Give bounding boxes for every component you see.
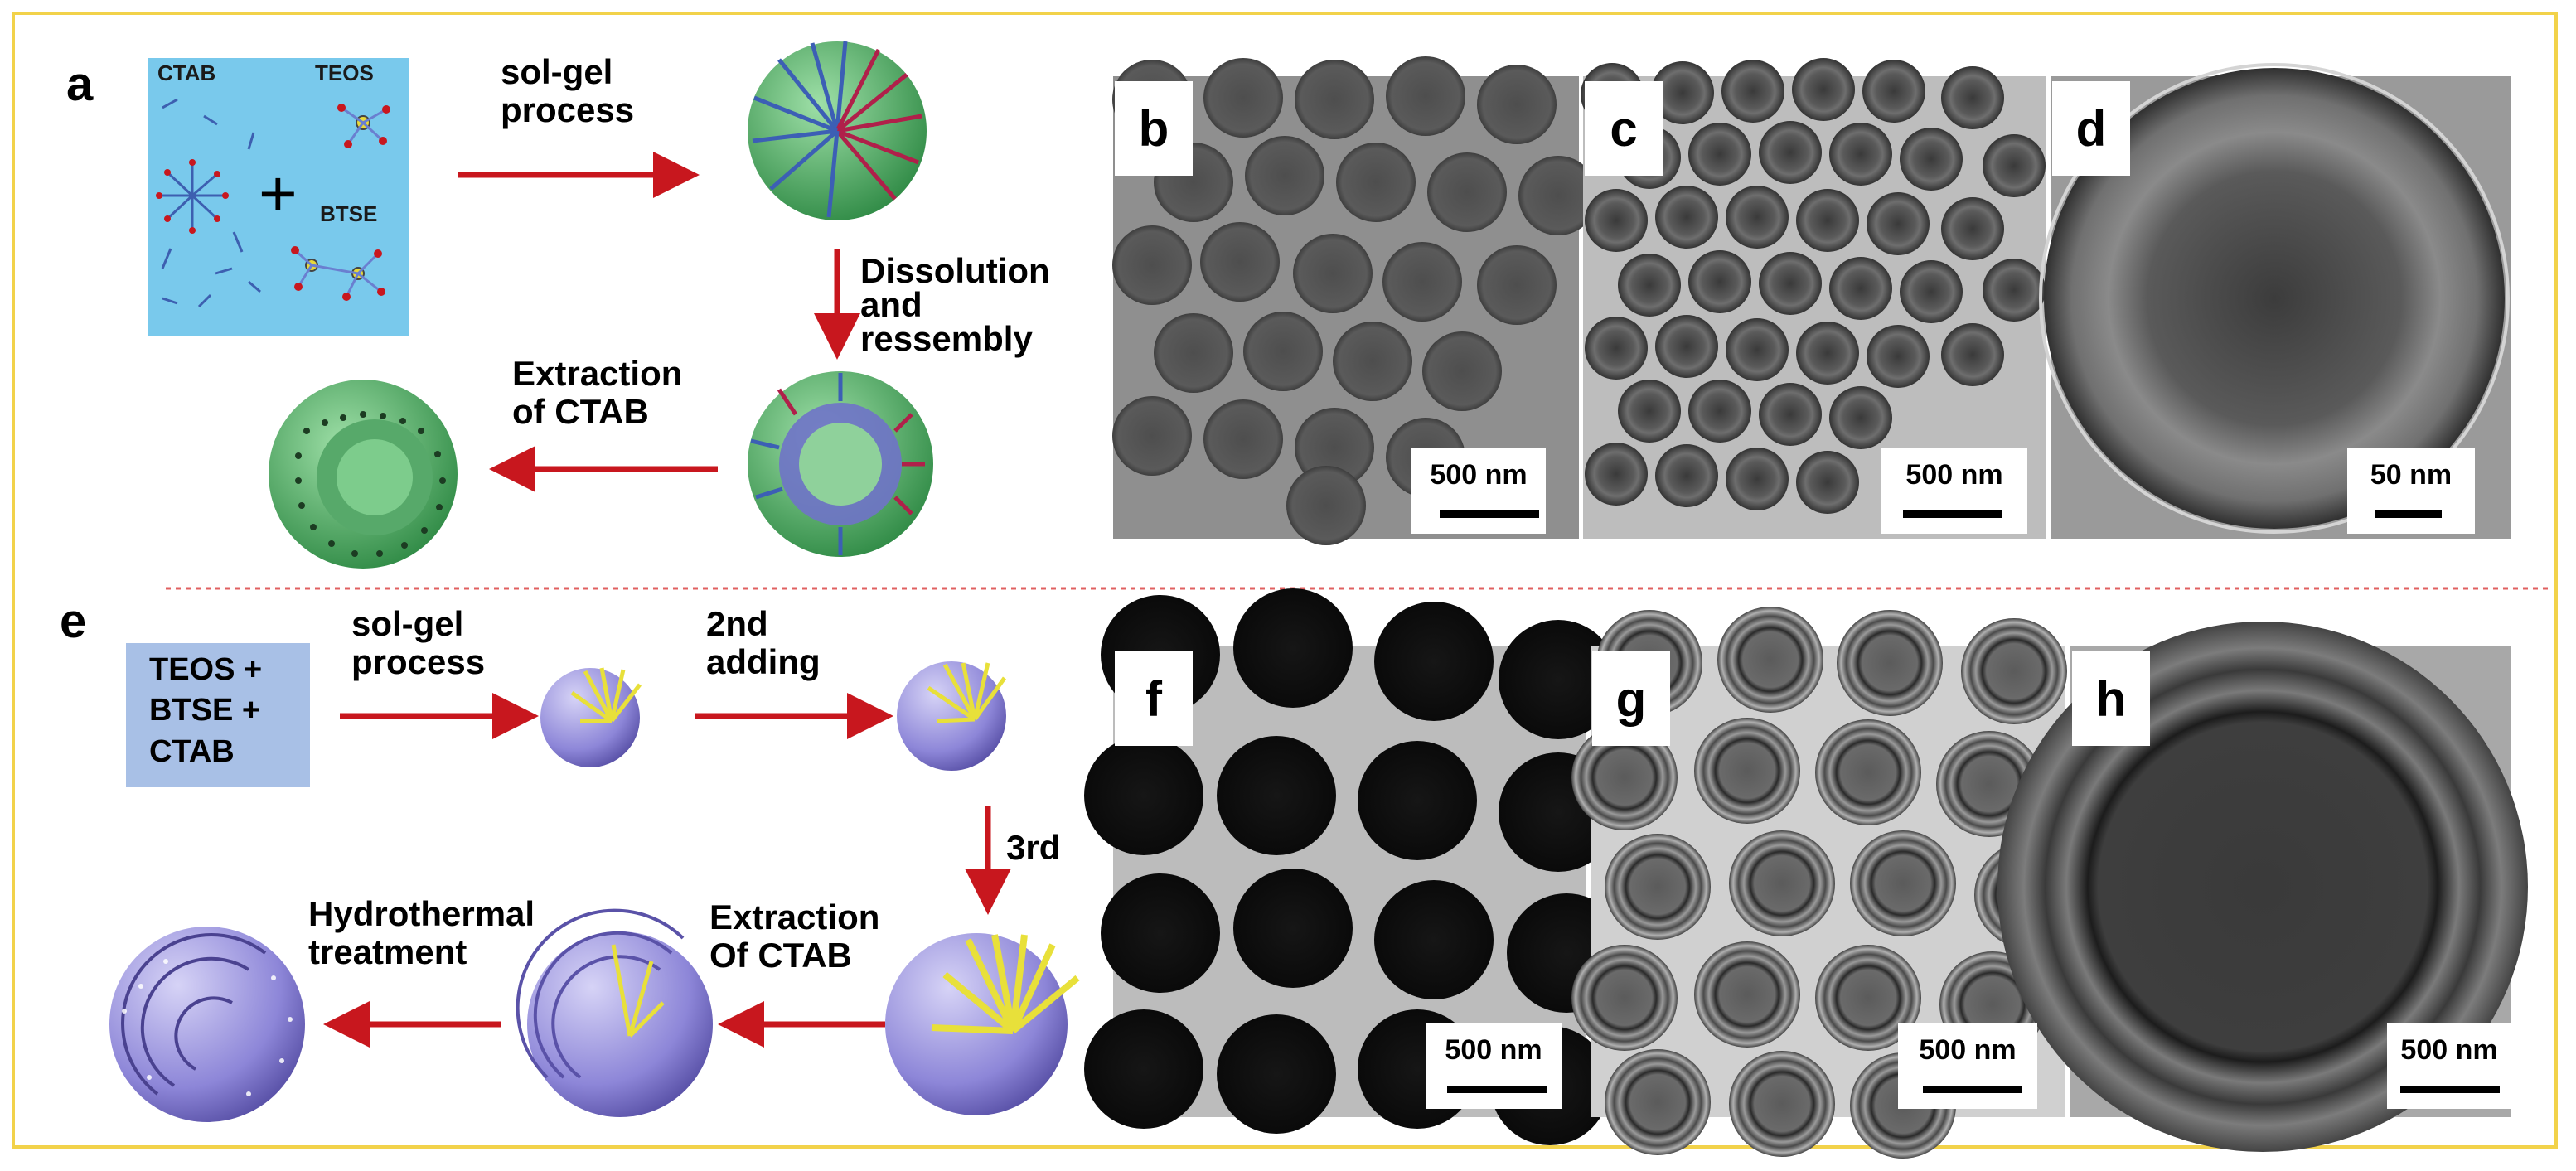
step-e2-label: 2nd adding xyxy=(706,604,821,682)
sphere-e2 xyxy=(897,661,1006,771)
scale-bar-d: 50 nm xyxy=(2347,448,2475,534)
step-a1-label: sol-gel process xyxy=(501,52,635,130)
panel-label-h: h xyxy=(2072,651,2150,746)
scale-bar-h: 500 nm xyxy=(2387,1023,2511,1109)
step-e4-label: Extraction Of CTAB xyxy=(709,898,880,975)
sphere-e1 xyxy=(540,668,640,767)
scale-bar-c: 500 nm xyxy=(1881,448,2027,534)
plus-sign: + xyxy=(259,157,298,230)
teos-label: TEOS xyxy=(315,60,374,85)
ctab-label: CTAB xyxy=(157,60,216,85)
panel-label-b: b xyxy=(1115,81,1193,176)
step-e3-label: 3rd xyxy=(1006,828,1061,867)
step-a3-label: Extraction of CTAB xyxy=(512,354,683,432)
step-e5-label: Hydrothermal treatment xyxy=(308,894,535,972)
reagent-e-label: TEOS + BTSE + CTAB xyxy=(149,652,263,769)
panel-label-c: c xyxy=(1585,81,1663,176)
step-e1-label: sol-gel process xyxy=(351,604,486,682)
btse-label: BTSE xyxy=(320,201,378,226)
scale-bar-f-label: 500 nm xyxy=(1445,1034,1542,1066)
step-a2-label: Dissolution and ressembly xyxy=(860,251,1050,359)
scale-bar-c-label: 500 nm xyxy=(1905,459,2003,491)
scale-bar-g-label: 500 nm xyxy=(1919,1034,2017,1066)
reagent-box-e xyxy=(126,643,310,787)
figure-frame xyxy=(12,12,2558,1149)
panel-label-g: g xyxy=(1592,651,1670,746)
scale-bar-b-label: 500 nm xyxy=(1430,459,1528,491)
panel-label-e: e xyxy=(60,594,87,648)
scale-bar-b: 500 nm xyxy=(1411,448,1546,534)
panel-label-d: d xyxy=(2052,81,2130,176)
scale-bar-d-label: 50 nm xyxy=(2370,459,2453,491)
panel-label-a: a xyxy=(66,57,94,111)
scale-bar-h-label: 500 nm xyxy=(2400,1034,2498,1066)
scale-bar-f: 500 nm xyxy=(1426,1023,1562,1109)
scale-bar-g: 500 nm xyxy=(1898,1023,2037,1109)
panel-label-f: f xyxy=(1115,651,1193,746)
sphere-e5 xyxy=(109,927,305,1122)
